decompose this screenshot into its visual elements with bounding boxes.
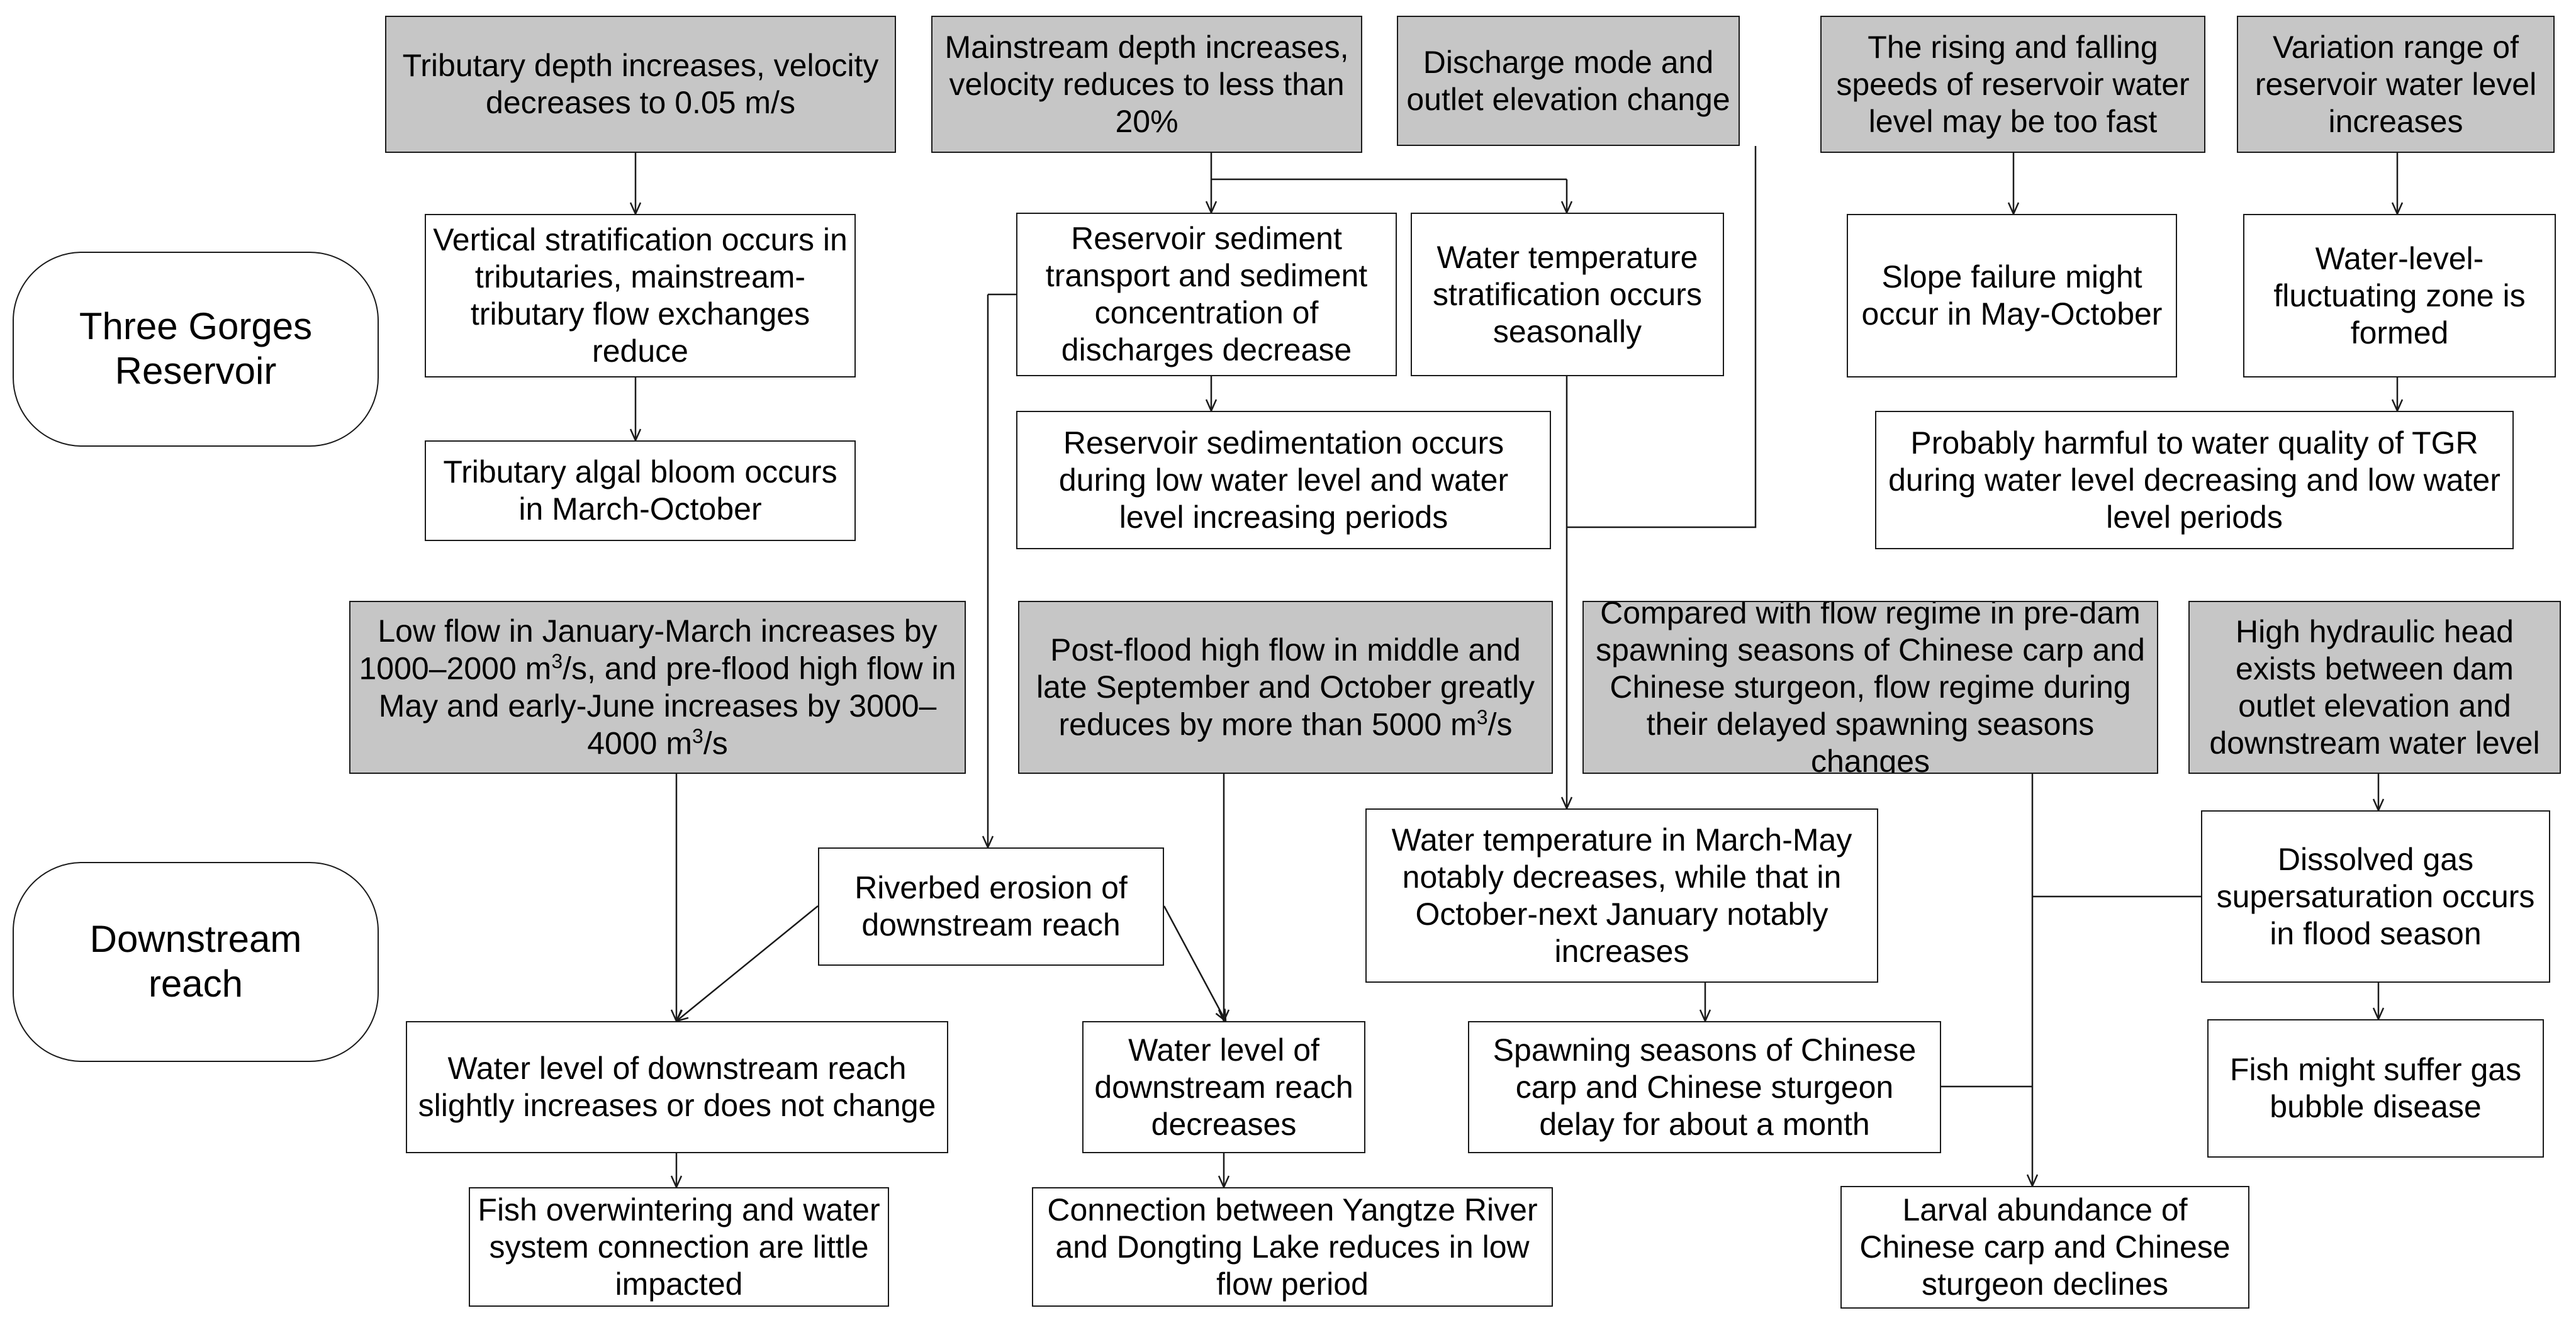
box-water-temperature-stratification: Water temperature stratification occurs … xyxy=(1411,213,1724,376)
arrow-erosion-to-level-decrease xyxy=(1163,905,1226,1021)
box-larval-abundance: Larval abundance of Chinese carp and Chi… xyxy=(1840,1186,2249,1309)
label-downstream-reach: Downstream reach xyxy=(13,862,379,1062)
box-discharge-mode: Discharge mode and outlet elevation chan… xyxy=(1397,16,1740,146)
box-variation-range: Variation range of reservoir water level… xyxy=(2237,16,2555,153)
box-hydraulic-head: High hydraulic head exists between dam o… xyxy=(2188,601,2561,774)
box-vertical-stratification: Vertical stratification occurs in tribut… xyxy=(425,214,856,377)
box-fish-overwintering: Fish overwintering and water system conn… xyxy=(469,1187,889,1307)
box-sediment-transport: Reservoir sediment transport and sedimen… xyxy=(1016,213,1397,376)
box-rising-falling-speed: The rising and falling speeds of reservo… xyxy=(1820,16,2205,153)
box-reservoir-sedimentation: Reservoir sedimentation occurs during lo… xyxy=(1016,411,1551,549)
box-harmful-water-quality: Probably harmful to water quality of TGR… xyxy=(1875,411,2514,549)
box-low-flow-increase: Low flow in January-March increases by 1… xyxy=(349,601,966,774)
box-riverbed-erosion: Riverbed erosion of downstream reach xyxy=(818,847,1164,966)
box-water-temperature-change: Water temperature in March-May notably d… xyxy=(1365,808,1878,983)
box-fluctuating-zone: Water-level-fluctuating zone is formed xyxy=(2243,214,2556,377)
label-three-gorges-reservoir: Three Gorges Reservoir xyxy=(13,252,379,447)
box-water-level-slight-change: Water level of downstream reach slightly… xyxy=(406,1021,948,1153)
box-tributary-depth: Tributary depth increases, velocity decr… xyxy=(385,16,896,153)
box-dongting-connection: Connection between Yangtze River and Don… xyxy=(1032,1187,1553,1307)
box-gas-bubble-disease: Fish might suffer gas bubble disease xyxy=(2207,1019,2544,1158)
arrow-erosion-to-level-slight xyxy=(676,905,819,1021)
line-discharge-to-temp xyxy=(1567,146,1757,528)
box-spawning-delay: Spawning seasons of Chinese carp and Chi… xyxy=(1468,1021,1941,1153)
box-water-level-decreases: Water level of downstream reach decrease… xyxy=(1082,1021,1365,1153)
box-algal-bloom: Tributary algal bloom occurs in March-Oc… xyxy=(425,440,856,541)
box-post-flood-flow: Post-flood high flow in middle and late … xyxy=(1018,601,1553,774)
box-dissolved-gas: Dissolved gas supersaturation occurs in … xyxy=(2201,810,2550,983)
box-mainstream-depth: Mainstream depth increases, velocity red… xyxy=(931,16,1362,153)
box-slope-failure: Slope failure might occur in May-October xyxy=(1847,214,2177,377)
box-flow-regime-change: Compared with flow regime in pre-dam spa… xyxy=(1582,601,2158,774)
